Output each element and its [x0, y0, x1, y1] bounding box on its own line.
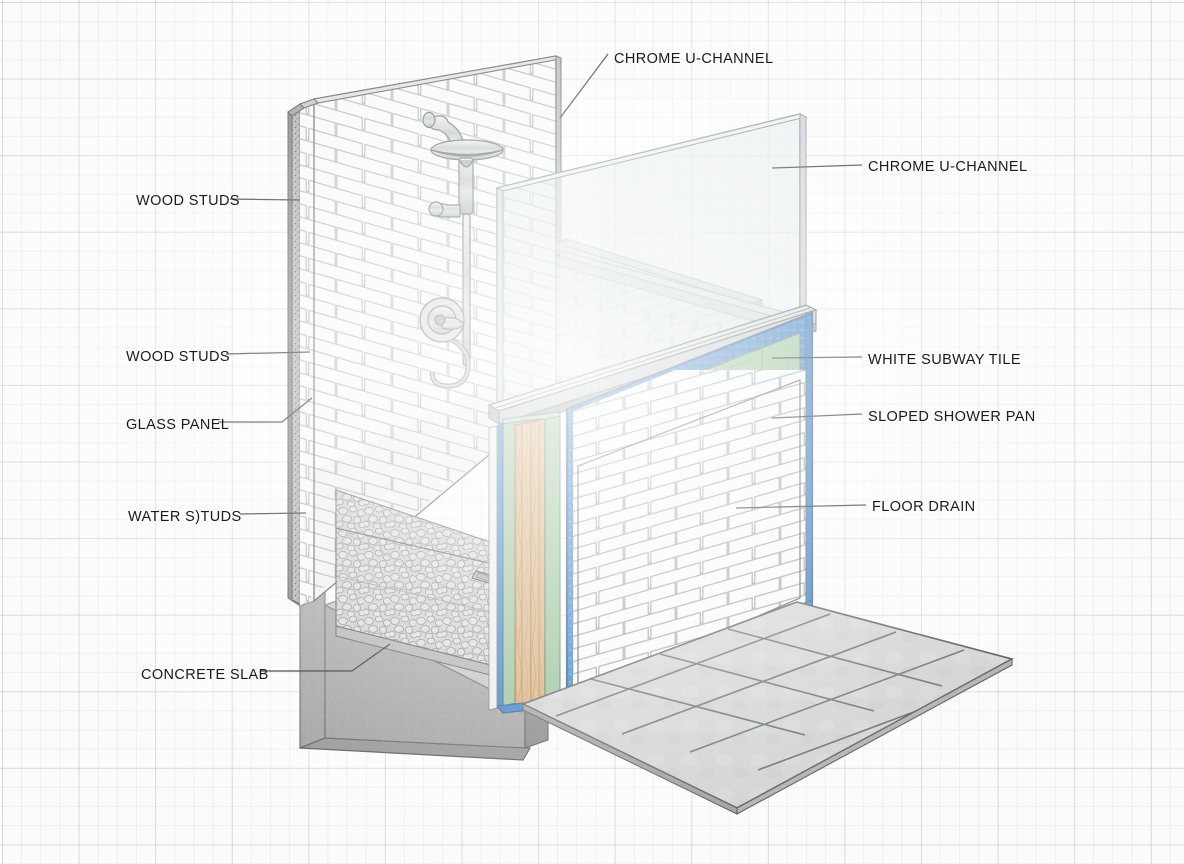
label-sloped-shower-pan: SLOPED SHOWER PAN	[868, 409, 1036, 425]
label-concrete-slab: CONCRETE SLAB	[141, 667, 269, 683]
leader-chrome-u-channel-top	[559, 53, 609, 119]
label-chrome-u-channel-top: CHROME U-CHANNEL	[614, 51, 774, 67]
label-water-studs: WATER S)TUDS	[128, 509, 242, 525]
label-white-subway-tile: WHITE SUBWAY TILE	[868, 352, 1021, 368]
knee-wall-cutaway-layers	[488, 411, 569, 714]
label-chrome-u-channel-right: CHROME U-CHANNEL	[868, 159, 1028, 175]
label-wood-studs-lower: WOOD STUDS	[126, 349, 230, 365]
label-floor-drain: FLOOR DRAIN	[872, 499, 976, 515]
label-wood-studs-upper: WOOD STUDS	[136, 193, 240, 209]
label-glass-panel: GLASS PANEL	[126, 417, 230, 433]
